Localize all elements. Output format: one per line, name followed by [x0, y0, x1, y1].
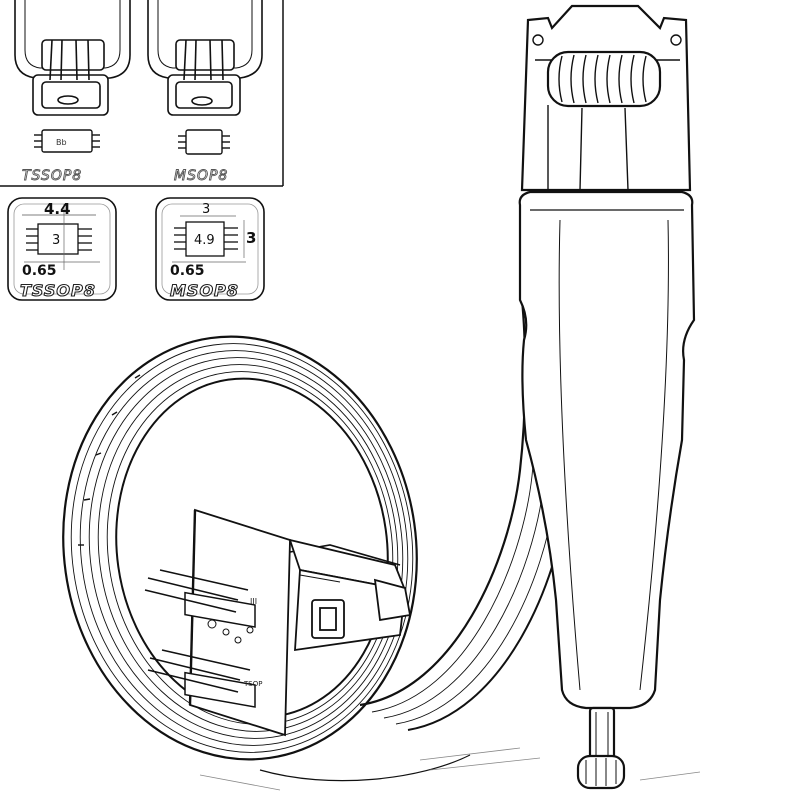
msop-dimension-card: 3 4.9 3 0.65 MSOP8 — [155, 197, 265, 301]
adapter-mark-lower: TSOP — [243, 680, 262, 688]
msop-clip-drawing — [147, 0, 263, 116]
tssop-label-top: TSSOP8 — [22, 168, 82, 184]
msop-body-dimension: 4.9 — [194, 233, 215, 248]
ribbon-edge-marks — [78, 374, 141, 546]
clip-handle — [518, 4, 696, 790]
idc-connector — [288, 538, 412, 652]
tssop-dimension-card: 4.4 3 0.65 TSSOP8 — [7, 197, 117, 301]
ground-hatching — [199, 747, 701, 791]
adapter-pin-headers — [144, 569, 256, 708]
tssop-chip-drawing: Bb — [34, 129, 100, 153]
tssop-clip-drawing — [14, 0, 131, 116]
msop-label-top: MSOP8 — [174, 168, 228, 184]
ribbon-cable — [62, 299, 575, 782]
svg-text:Bb: Bb — [56, 138, 67, 147]
package-reference-panel: Bb TSSOP8 MSOP8 — [0, 0, 284, 187]
msop-pitch-dimension: 0.65 — [170, 263, 205, 279]
adapter-mark-upper: III — [250, 597, 257, 606]
msop-side-dimension: 3 — [246, 229, 256, 247]
msop-label-card: MSOP8 — [170, 281, 239, 300]
tssop-body-dimension: 3 — [52, 233, 60, 248]
msop-height-dimension: 3 — [202, 202, 210, 217]
tssop-label-card: TSSOP8 — [20, 281, 96, 300]
tssop-width-dimension: 4.4 — [44, 200, 71, 218]
msop-chip-drawing — [178, 129, 230, 155]
tssop-pitch-dimension: 0.65 — [22, 263, 57, 279]
